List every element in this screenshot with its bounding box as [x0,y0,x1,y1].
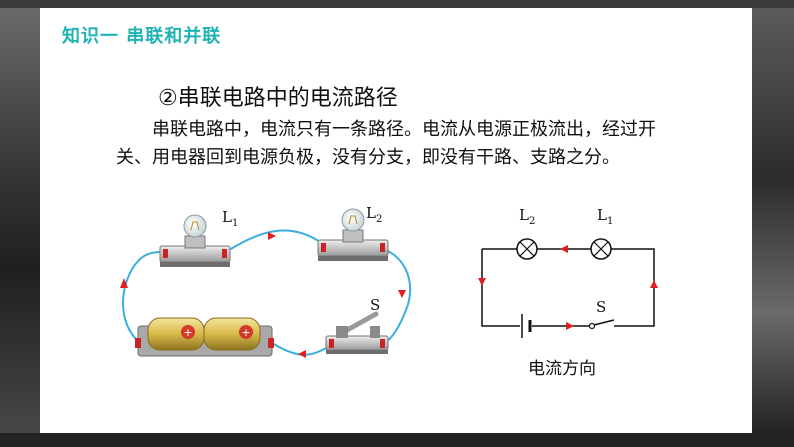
lamp1-label: L1 [222,208,238,229]
physical-circuit: + + L1 [120,204,412,358]
schematic-lamp-1 [590,238,612,260]
background-bottom-strip [0,433,794,447]
schematic-lamp2-label: L2 [519,206,535,227]
wire-lamp1-to-lamp2 [225,229,321,253]
schematic-arrow-top [560,245,568,253]
wire-battery-left-to-lamp1 [122,251,163,342]
background-right-texture [752,0,794,447]
wire-lamp2-to-switch [379,247,412,343]
slide-panel: 知识一 串联和并联 ②串联电路中的电流路径 串联电路中，电流只有一条路径。电流从… [40,8,752,433]
schematic-switch-label: S [596,298,606,316]
knife-switch [325,311,389,354]
schematic-battery [521,314,532,338]
circuit-illustrations: + + L1 [120,204,658,358]
background-left-texture [0,0,40,447]
lamp-1 [159,214,231,267]
explanation-paragraph: 串联电路中，电流只有一条路径。电流从电源正极流出，经过开关、用电器回到电源负极，… [116,119,656,168]
current-arrow-right-down [398,290,406,298]
schematic-lamp1-label: L1 [597,206,613,227]
battery-plus-1: + [183,326,192,339]
schematic-arrow-bottom [566,322,574,330]
schematic-wire-left [481,249,520,327]
schematic-wire-top-right [610,248,655,327]
subsection-title: ②串联电路中的电流路径 [158,86,398,111]
schematic-arrow-right [650,280,658,288]
lamp-2 [317,208,389,261]
schematic-lamp-2 [516,238,538,260]
current-arrow-bottom [298,350,306,358]
current-arrow-top [268,232,276,240]
battery-pack: + + [135,317,274,357]
schematic-circuit: L2 L1 S [478,206,658,338]
lamp2-label: L2 [366,204,382,225]
switch-label: S [370,296,380,314]
current-arrow-left-up [120,278,128,288]
battery-plus-2: + [241,326,250,339]
schematic-caption: 电流方向 [528,359,596,379]
section-heading: 知识一 串联和并联 [62,26,222,47]
schematic-switch [588,319,615,330]
background-top-strip [0,0,794,8]
schematic-arrow-left [478,278,486,286]
